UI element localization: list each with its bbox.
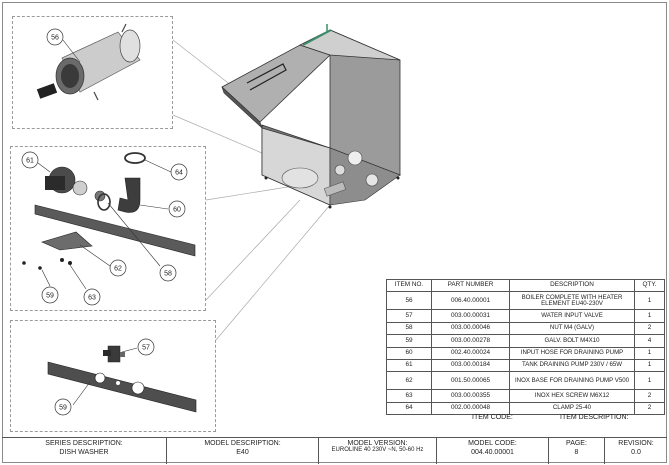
model-version-label: MODEL VERSION: [347,440,408,447]
detail-valve [10,320,216,432]
model-description-value: E40 [236,449,249,457]
bom-part-number: 003.00.00046 [431,321,510,336]
bom-part-number: 003.00.00031 [431,309,510,323]
bom-item-no: 56 [386,291,432,311]
bom-item-no: 57 [386,309,432,323]
item-description-label: ITEM DESCRIPTION: [560,414,629,421]
boiler-part [36,23,141,101]
bom-qty: 1 [634,309,665,323]
bom-row: 57 003.00.00031 WATER INPUT VALVE 1 [386,309,665,323]
page-label: PAGE: [566,440,587,447]
callout-bubble-58 [159,264,177,282]
callout-bubble-59a [41,286,59,304]
bom-qty: 1 [634,358,665,373]
bom-row: 61 003.00.00184 TANK DRAINING PUMP 230V … [386,358,665,373]
bom-part-number: 003.00.00355 [431,389,510,403]
bom-item-no: 59 [386,334,432,348]
bom-row: 64 002.00.00048 CLAMP 25-40 2 [386,401,665,416]
bom-row: 59 003.00.00278 GALV. BOLT M4X10 4 [386,334,665,348]
callout-59a: 59 [46,293,54,300]
page-cell: PAGE: 8 [549,438,605,464]
bom-header-row: ITEM NO. PART NUMBER DESCRIPTION QTY. [386,278,665,293]
bom-part-number: 003.00.00278 [431,334,510,348]
dishwasher-main-view [221,24,402,209]
callout-58: 58 [164,271,172,278]
bom-item-no: 61 [386,358,432,373]
bom-description: TANK DRAINING PUMP 230V / 65W [509,358,635,373]
model-version-cell: MODEL VERSION: EUROLINE 40 230V ~N, 50-6… [319,438,437,464]
model-code-label: MODEL CODE: [468,440,517,447]
model-code-value: 004.40.00001 [471,449,514,457]
model-version-value: EUROLINE 40 230V ~N, 50-60 Hz [331,447,424,454]
callout-64: 64 [175,170,183,177]
callout-63: 63 [88,295,96,302]
model-description-cell: MODEL DESCRIPTION: E40 [167,438,319,464]
bom-row: 60 002.40.00024 INPUT HOSE FOR DRAINING … [386,346,665,360]
callout-59b: 59 [59,405,67,412]
bom-description: INOX BASE FOR DRAINING PUMP V500 [509,371,635,391]
item-code-label: ITEM CODE: [472,414,513,421]
bom-header-description: DESCRIPTION [509,278,635,293]
bom-qty: 2 [634,401,665,416]
callout-bubble-60 [168,200,186,218]
bom-description: GALV. BOLT M4X10 [509,334,635,348]
revision-cell: REVISION: 0.0 [605,438,667,464]
detail-boiler [12,16,173,129]
bom-qty: 1 [634,346,665,360]
bom-row: 58 003.00.00046 NUT M4 (GALV) 2 [386,321,665,336]
pump-assembly-parts [22,152,196,270]
model-code-cell: MODEL CODE: 004.40.00001 [437,438,549,464]
callout-61: 61 [26,158,34,165]
bom-qty: 1 [634,291,665,311]
callout-bubble-63 [83,288,101,306]
callout-62: 62 [114,266,122,273]
bom-item-no: 58 [386,321,432,336]
callout-bubble-61 [21,151,39,169]
item-code-row: ITEM CODE: ITEM DESCRIPTION: [386,412,664,426]
bom-qty: 2 [634,389,665,403]
series-cell: SERIES DESCRIPTION: DISH WASHER [2,438,167,464]
bom-item-no: 62 [386,371,432,391]
title-block: SERIES DESCRIPTION: DISH WASHER MODEL DE… [2,437,667,464]
bom-item-no: 63 [386,389,432,403]
bom-row: 62 001.50.00065 INOX BASE FOR DRAINING P… [386,371,665,391]
callout-bubble-57 [137,338,155,356]
bom-header-part-number: PART NUMBER [431,278,510,293]
bom-description: BOILER COMPLETE WITH HEATER ELEMENT EU40… [509,291,635,311]
bom-header-item-no: ITEM NO. [386,278,432,293]
valve-parts [47,345,197,413]
bom-part-number: 002.40.00024 [431,346,510,360]
model-description-label: MODEL DESCRIPTION: [204,440,281,447]
bom-item-no: 60 [386,346,432,360]
bom-part-number: 003.00.00184 [431,358,510,373]
bom-description: INOX HEX SCREW M6X12 [509,389,635,403]
bom-qty: 4 [634,334,665,348]
bom-qty: 2 [634,321,665,336]
callout-bubble-64 [170,163,188,181]
bom-qty: 1 [634,371,665,391]
bom-description: NUT M4 (GALV) [509,321,635,336]
bom-row: 56 006.40.00001 BOILER COMPLETE WITH HEA… [386,291,665,311]
callout-bubble-62 [109,259,127,277]
revision-label: REVISION: [618,440,654,447]
page-value: 8 [574,449,579,457]
callout-57: 57 [142,345,150,352]
bom-table: ITEM NO. PART NUMBER DESCRIPTION QTY. 56… [386,278,665,416]
callout-bubble-59b [54,398,72,416]
bom-description: INPUT HOSE FOR DRAINING PUMP [509,346,635,360]
bom-row: 63 003.00.00355 INOX HEX SCREW M6X12 2 [386,389,665,403]
callout-56: 56 [51,35,59,42]
bom-header-qty: QTY. [634,278,665,293]
bom-part-number: 002.00.00048 [431,401,510,416]
callout-bubble-56 [46,28,64,46]
series-value: DISH WASHER [59,449,109,457]
revision-value: 0.0 [631,449,641,457]
callout-60: 60 [173,207,181,214]
series-label: SERIES DESCRIPTION: [45,440,123,447]
bom-description: WATER INPUT VALVE [509,309,635,323]
bom-part-number: 006.40.00001 [431,291,510,311]
bom-part-number: 001.50.00065 [431,371,510,391]
